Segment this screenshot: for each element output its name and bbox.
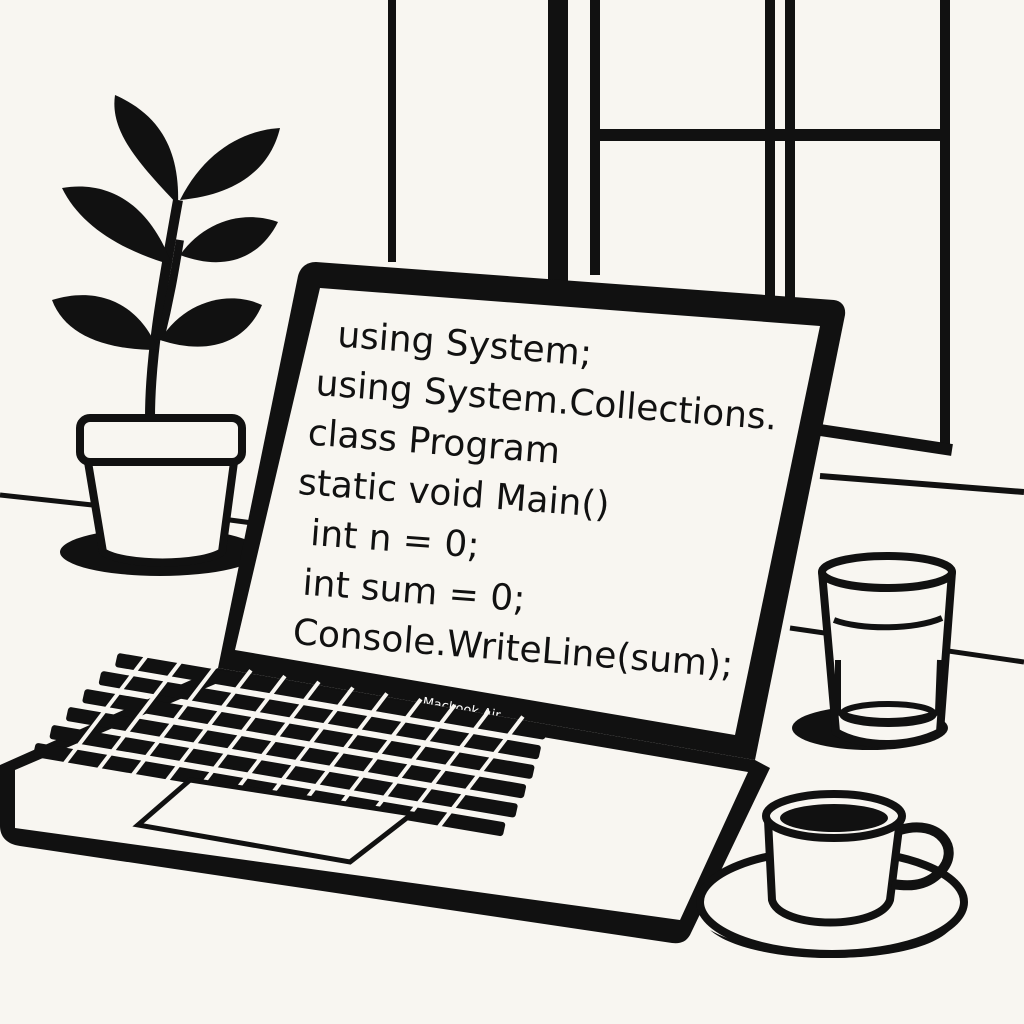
- laptop: using System; using System.Collections. …: [0, 262, 846, 944]
- keyboard-gaps: [59, 651, 525, 833]
- trackpad: [132, 777, 419, 865]
- coffee-cup: [696, 790, 968, 958]
- potted-plant: [52, 95, 280, 576]
- glass-of-water: [792, 552, 956, 750]
- window: [388, 0, 1024, 495]
- laptop-screen: [235, 288, 820, 735]
- keyboard: [33, 653, 548, 837]
